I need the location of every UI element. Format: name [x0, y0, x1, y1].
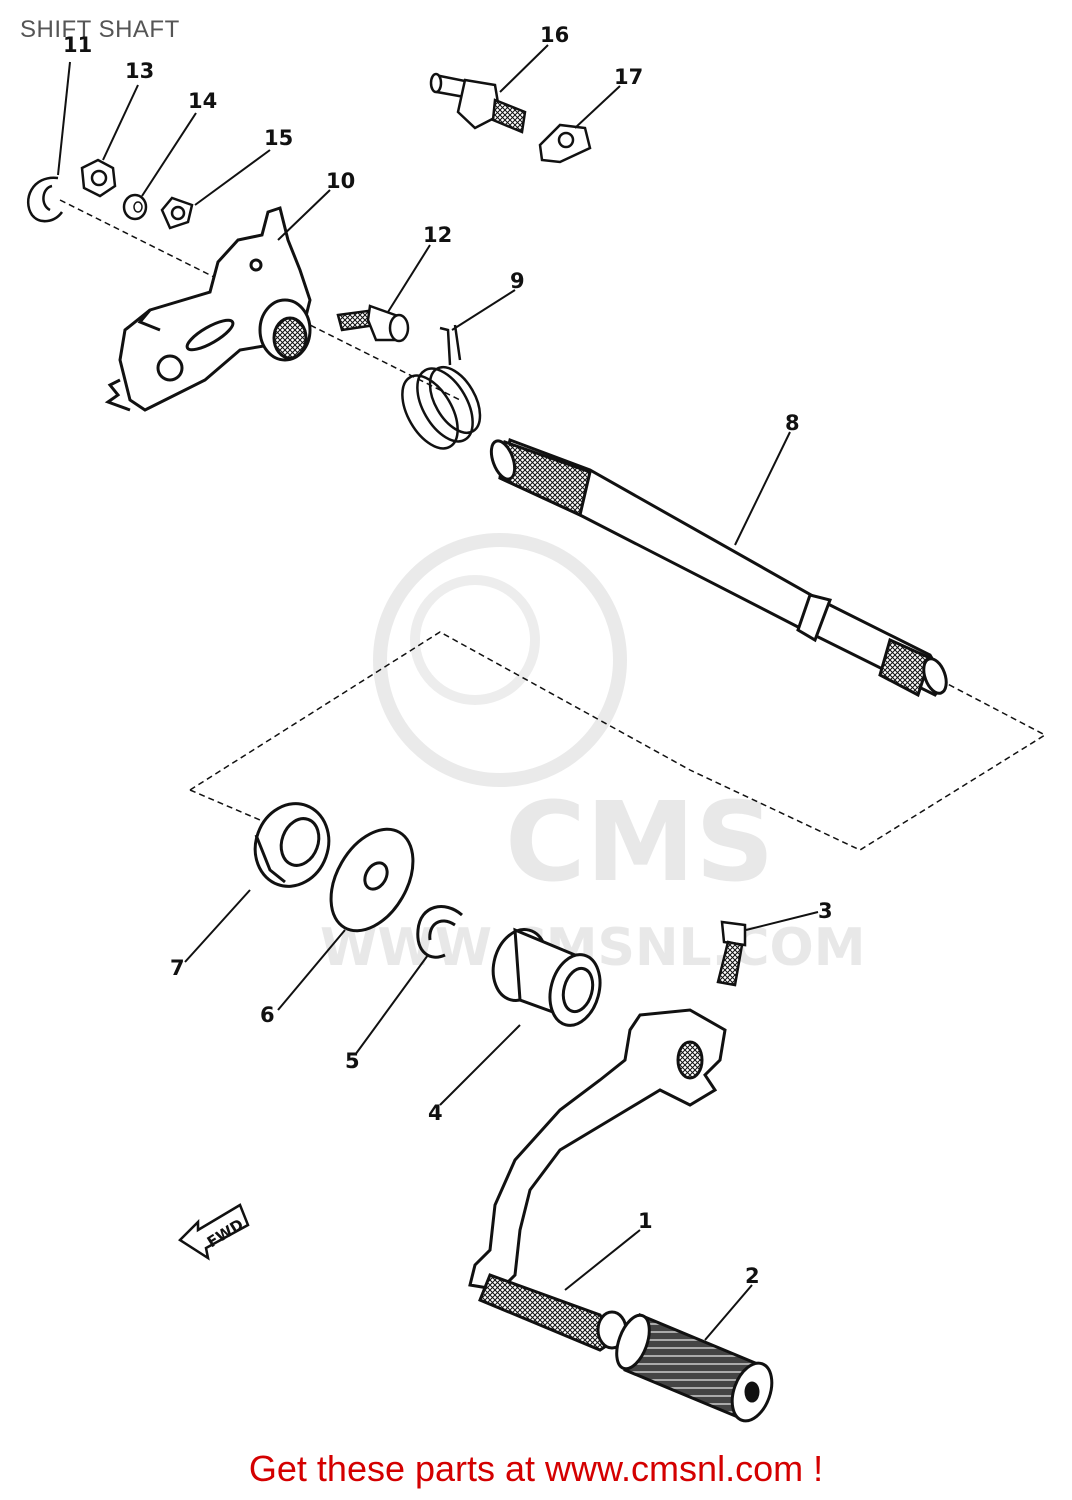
part-6-plain-washer: [329, 827, 415, 933]
part-3-bolt: [716, 920, 747, 987]
part-2-pedal-rubber: [615, 1312, 774, 1423]
callout-15: 15: [264, 126, 293, 150]
part-16-stud-bolt: [429, 72, 527, 134]
part-15-lock-washer: [160, 196, 194, 230]
callout-11: 11: [63, 33, 92, 57]
callout-2: 2: [745, 1264, 760, 1288]
callout-16: 16: [540, 23, 569, 47]
callout-6: 6: [260, 1003, 275, 1027]
part-7-oil-seal: [253, 802, 331, 888]
part-5-circlip: [416, 905, 463, 959]
part-1-shift-pedal: [468, 1008, 727, 1352]
part-14-washer: [122, 193, 148, 221]
footer-link-text[interactable]: Get these parts at www.cmsnl.com !: [248, 1448, 824, 1489]
watermark: CMS WWW.CMSNL.COM: [320, 533, 865, 978]
part-9-torsion-spring: [401, 324, 482, 450]
part-4-collar: [491, 927, 602, 1027]
callout-7: 7: [170, 956, 185, 980]
leader-lines: [57, 44, 819, 1341]
callout-labels: 11 13 14 15 10 12 9 16 17 8 3 7 6 5 4 1 …: [63, 23, 833, 1288]
callout-9: 9: [510, 269, 525, 293]
callout-12: 12: [423, 223, 452, 247]
watermark-brand: CMS: [505, 778, 774, 906]
callout-1: 1: [638, 1209, 653, 1233]
callout-5: 5: [345, 1049, 360, 1073]
part-11-circlip: [27, 176, 64, 223]
callout-14: 14: [188, 89, 217, 113]
part-13-nut: [80, 158, 117, 198]
part-17-tab-washer: [538, 123, 592, 164]
page-title: SHIFT SHAFT: [20, 16, 180, 43]
callout-8: 8: [785, 411, 800, 435]
callout-3: 3: [818, 899, 833, 923]
part-8-shift-shaft: [489, 438, 948, 698]
callout-4: 4: [428, 1101, 443, 1125]
part-12-bolt: [336, 304, 410, 343]
part-10-shift-arm: [104, 206, 312, 412]
callout-10: 10: [326, 169, 355, 193]
callout-17: 17: [614, 65, 643, 89]
direction-badge: FWD: [178, 1203, 250, 1261]
callout-13: 13: [125, 59, 154, 83]
